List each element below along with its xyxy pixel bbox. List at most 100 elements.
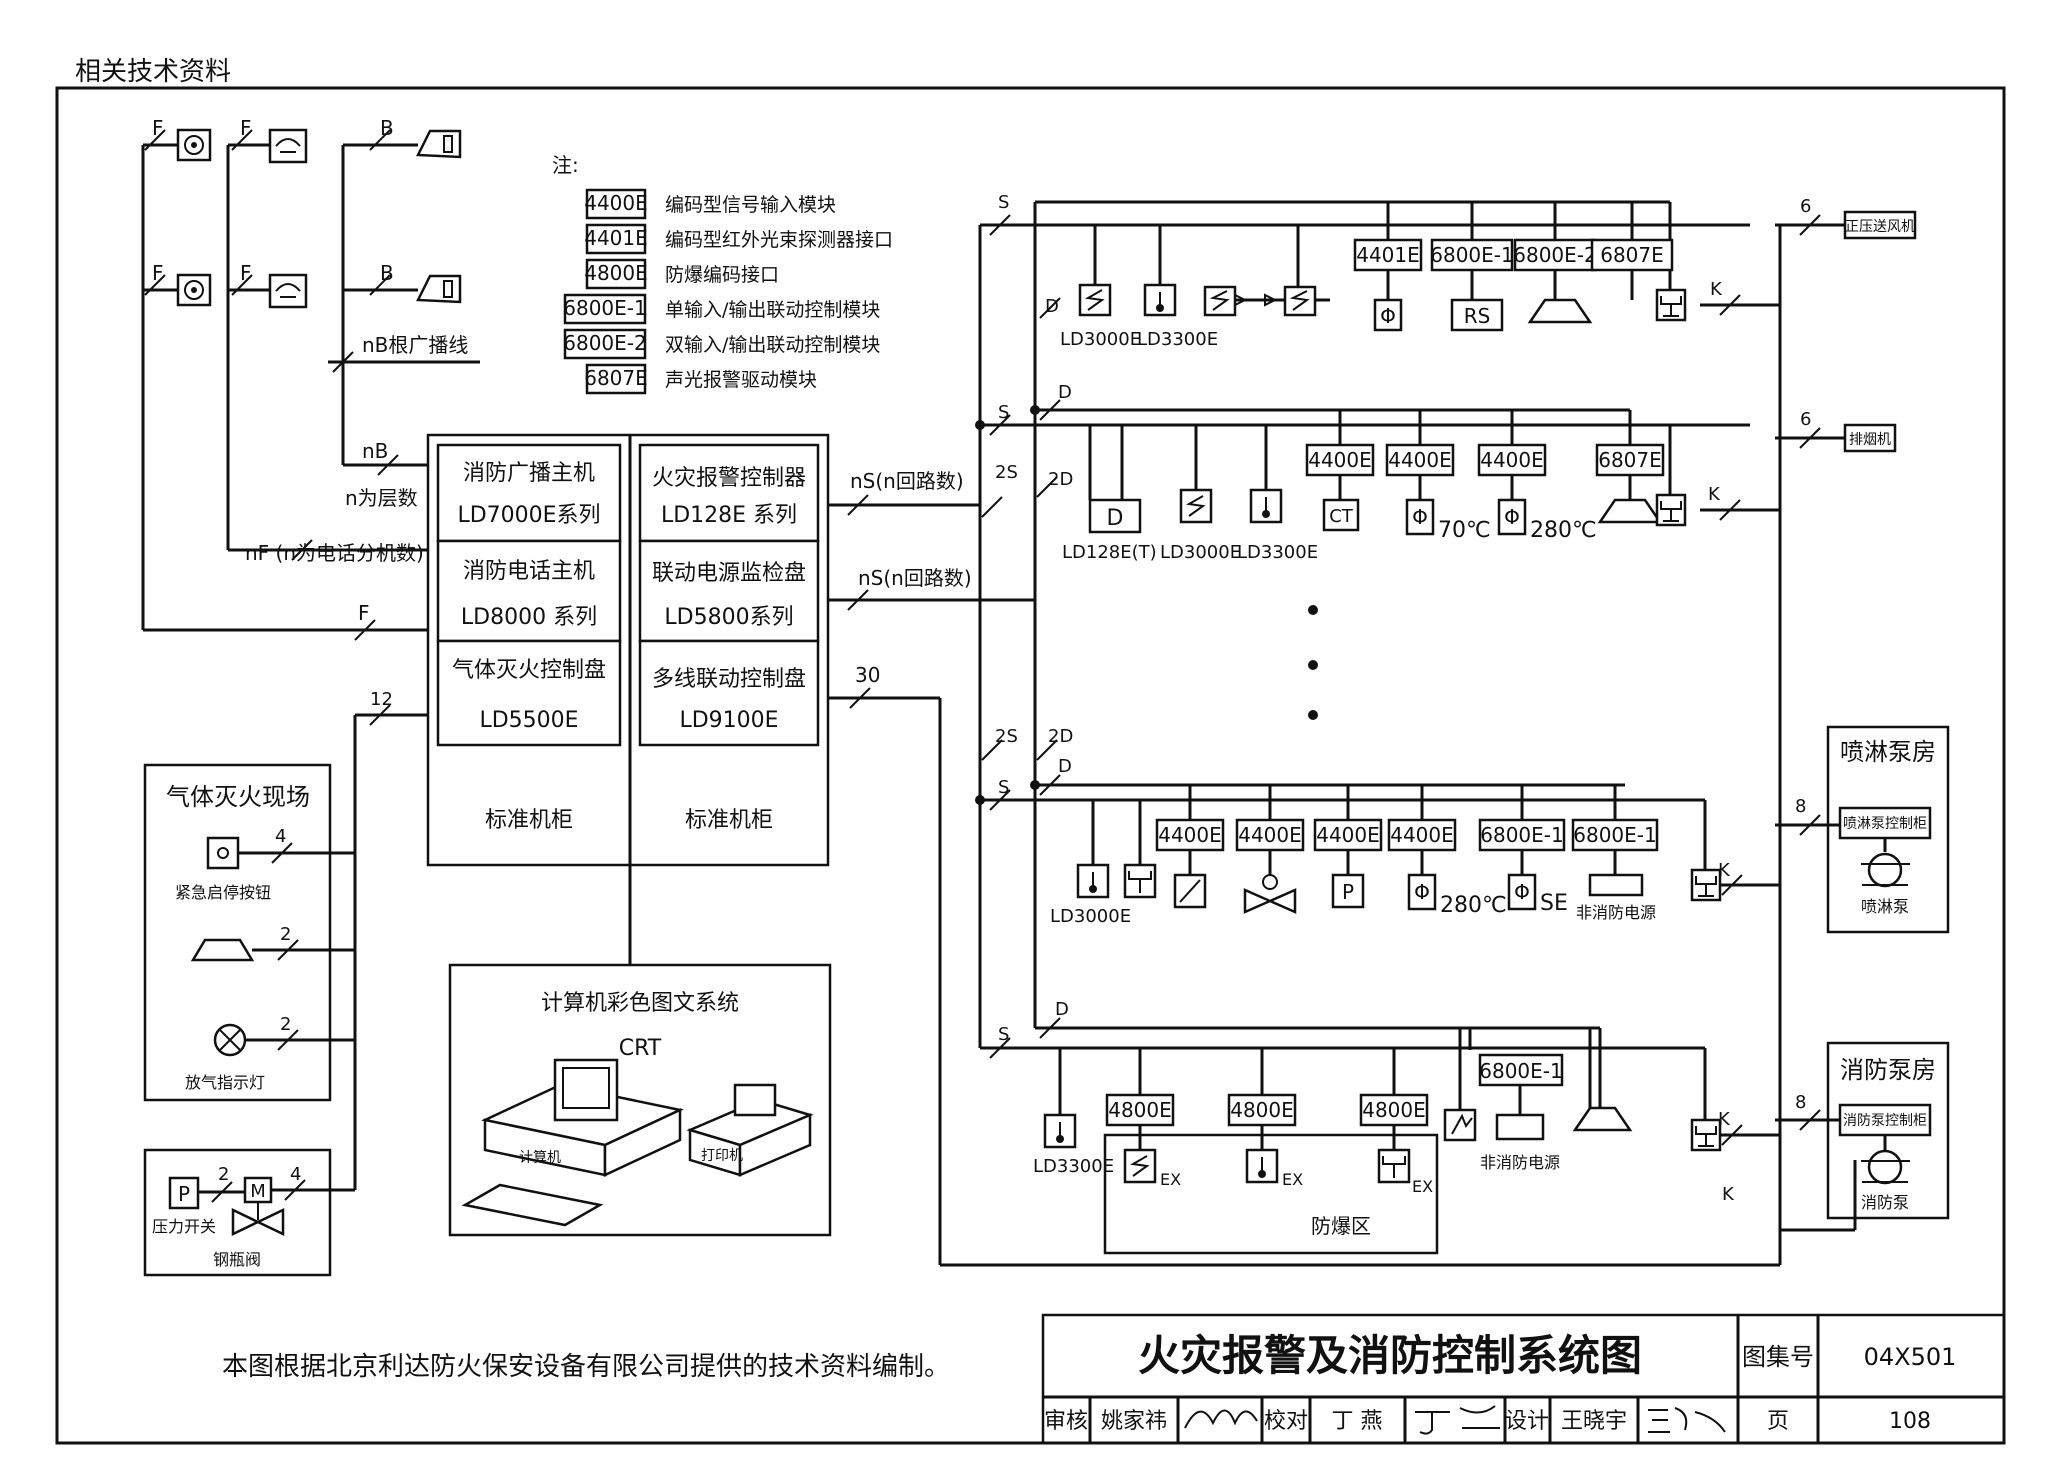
label-2d-upper: 2D	[1048, 469, 1073, 490]
loop3-module: 6800E-1	[1571, 818, 1659, 852]
gas-site-title: 气体灭火现场	[166, 783, 310, 811]
loop4-module-label: 4800E	[1362, 1098, 1426, 1122]
label-nb-lines: nB根广播线	[362, 333, 468, 357]
broadcast-host-name: 消防广播主机	[463, 461, 595, 486]
gas-panel-name: 气体灭火控制盘	[452, 658, 606, 683]
loop1-module: 6800E-2	[1513, 238, 1597, 272]
flame-detector-icon	[1128, 871, 1152, 893]
label-s-loop1: S	[998, 192, 1009, 213]
lamp-label: 放气指示灯	[185, 1073, 265, 1092]
ct-symbol: CT	[1329, 506, 1354, 527]
phi-symbol: Φ	[1414, 880, 1430, 904]
reviewer-name: 姚家祎	[1101, 1409, 1167, 1434]
loop2-module: 4400E	[1385, 443, 1455, 477]
label-valve-w4: 4	[290, 1164, 301, 1185]
label-valve-w2: 2	[218, 1164, 229, 1185]
loop3-module-label: 6800E-1	[1480, 823, 1563, 847]
pump-icon	[1861, 852, 1910, 888]
phi-symbol: Φ	[1504, 505, 1520, 529]
label-w2a: 2	[280, 924, 291, 945]
label-8-sprinkler: 8	[1795, 796, 1806, 817]
valve-icon	[231, 1208, 285, 1236]
loop3-module-label: 4400E	[1390, 823, 1454, 847]
label-ns1: nS(n回路数)	[850, 469, 964, 493]
rs-symbol: RS	[1464, 304, 1491, 328]
loop1-module-label: 6800E-1	[1430, 243, 1513, 267]
pressure-switch-label: 压力开关	[152, 1217, 216, 1236]
pump-icon	[1861, 1149, 1910, 1185]
loop2-module-label: 4400E	[1308, 448, 1372, 472]
legend-description: 编码型红外光束探测器接口	[665, 229, 893, 251]
drawing-frame	[55, 86, 2006, 1445]
computer-icon: 计算机	[461, 1058, 684, 1227]
loop1-module-label: 6800E-2	[1513, 243, 1596, 267]
checker-name: 丁 燕	[1332, 1409, 1383, 1434]
multiline-panel-model: LD9100E	[679, 708, 778, 733]
legend-description: 防爆编码接口	[665, 264, 779, 286]
legend-code: 6800E-2	[563, 328, 647, 360]
sounder-strobe-icon	[1572, 1106, 1633, 1132]
label-2d-lower: 2D	[1048, 726, 1073, 747]
printer-icon: 打印机	[686, 1083, 814, 1177]
label-ld3000e-3: LD3000E	[1050, 906, 1131, 927]
label-w2b: 2	[280, 1014, 291, 1035]
legend-code-label: 4401E	[584, 226, 648, 250]
label-f-main: F	[358, 601, 370, 625]
legend-description: 编码型信号输入模块	[665, 194, 836, 216]
fire-controller-model: LD128E 系列	[661, 503, 797, 528]
label-ld3300e-2: LD3300E	[1237, 542, 1318, 563]
label-ld3000e: LD3000E	[1060, 329, 1141, 350]
design-label: 设计	[1505, 1409, 1549, 1434]
smoke-detector-icon	[1084, 289, 1105, 311]
label-ld3300e-4: LD3300E	[1033, 1156, 1114, 1177]
label-2s-upper: 2S	[995, 462, 1018, 483]
label-s-loop4: S	[998, 1024, 1009, 1045]
label-f2: F	[240, 116, 252, 140]
phi-symbol: Φ	[1412, 505, 1428, 529]
designer-name: 王晓宇	[1561, 1409, 1627, 1434]
atlas-label: 图集号	[1742, 1343, 1814, 1371]
loop1-module-label: 4401E	[1356, 243, 1420, 267]
label-k-right: K	[1722, 1184, 1735, 1205]
fire-pump-label: 消防泵	[1861, 1193, 1909, 1212]
exhaust-fan-label: 排烟机	[1849, 432, 1891, 448]
legend-code-label: 4800E	[584, 261, 648, 285]
temp-70: 70℃	[1438, 518, 1491, 543]
label-s-loop3: S	[998, 777, 1009, 798]
phone-host-model: LD8000 系列	[461, 605, 597, 630]
printer-label: 打印机	[701, 1147, 743, 1164]
legend-description: 单输入/输出联动控制模块	[665, 299, 880, 321]
loop3-module-label: 4400E	[1238, 823, 1302, 847]
non-fire-power-3: 非消防电源	[1576, 903, 1656, 922]
power-monitor-name: 联动电源监检盘	[652, 561, 806, 586]
loop4-module: 4800E	[1227, 1093, 1297, 1127]
ex-symbol: EX	[1412, 1177, 1433, 1196]
non-fire-power-4: 非消防电源	[1480, 1153, 1560, 1172]
fire-controller-name: 火灾报警控制器	[652, 466, 806, 491]
loop1-module-label: 6807E	[1600, 243, 1664, 267]
pressure-p: P	[178, 1182, 190, 1206]
label-f4: F	[240, 261, 252, 285]
label-6-supply: 6	[1800, 196, 1811, 217]
label-w30: 30	[855, 663, 880, 687]
loop4-module-label: 4800E	[1108, 1098, 1172, 1122]
label-n-floors: n为层数	[345, 486, 418, 510]
label-d-loop1: D	[1045, 296, 1059, 317]
legend-description: 双输入/输出联动控制模块	[665, 334, 880, 356]
ex-symbol: EX	[1282, 1170, 1303, 1189]
label-d-loop2: D	[1058, 382, 1072, 403]
loop2-module-label: 4400E	[1388, 448, 1452, 472]
left-cabinet-footer: 标准机柜	[485, 808, 573, 833]
check-label: 校对	[1264, 1409, 1308, 1434]
crt-title: 计算机彩色图文系统	[541, 991, 739, 1016]
label-6-exhaust: 6	[1800, 409, 1811, 430]
footnote: 本图根据北京利达防火保安设备有限公司提供的技术资料编制。	[222, 1352, 950, 1382]
broadcast-host-model: LD7000E系列	[457, 503, 600, 528]
ex-symbol: EX	[1160, 1170, 1181, 1189]
loop3-module: 4400E	[1313, 818, 1383, 852]
valve-icon	[1243, 888, 1297, 914]
loop3-module: 4400E	[1235, 818, 1305, 852]
flame-detector-icon	[1660, 296, 1682, 317]
